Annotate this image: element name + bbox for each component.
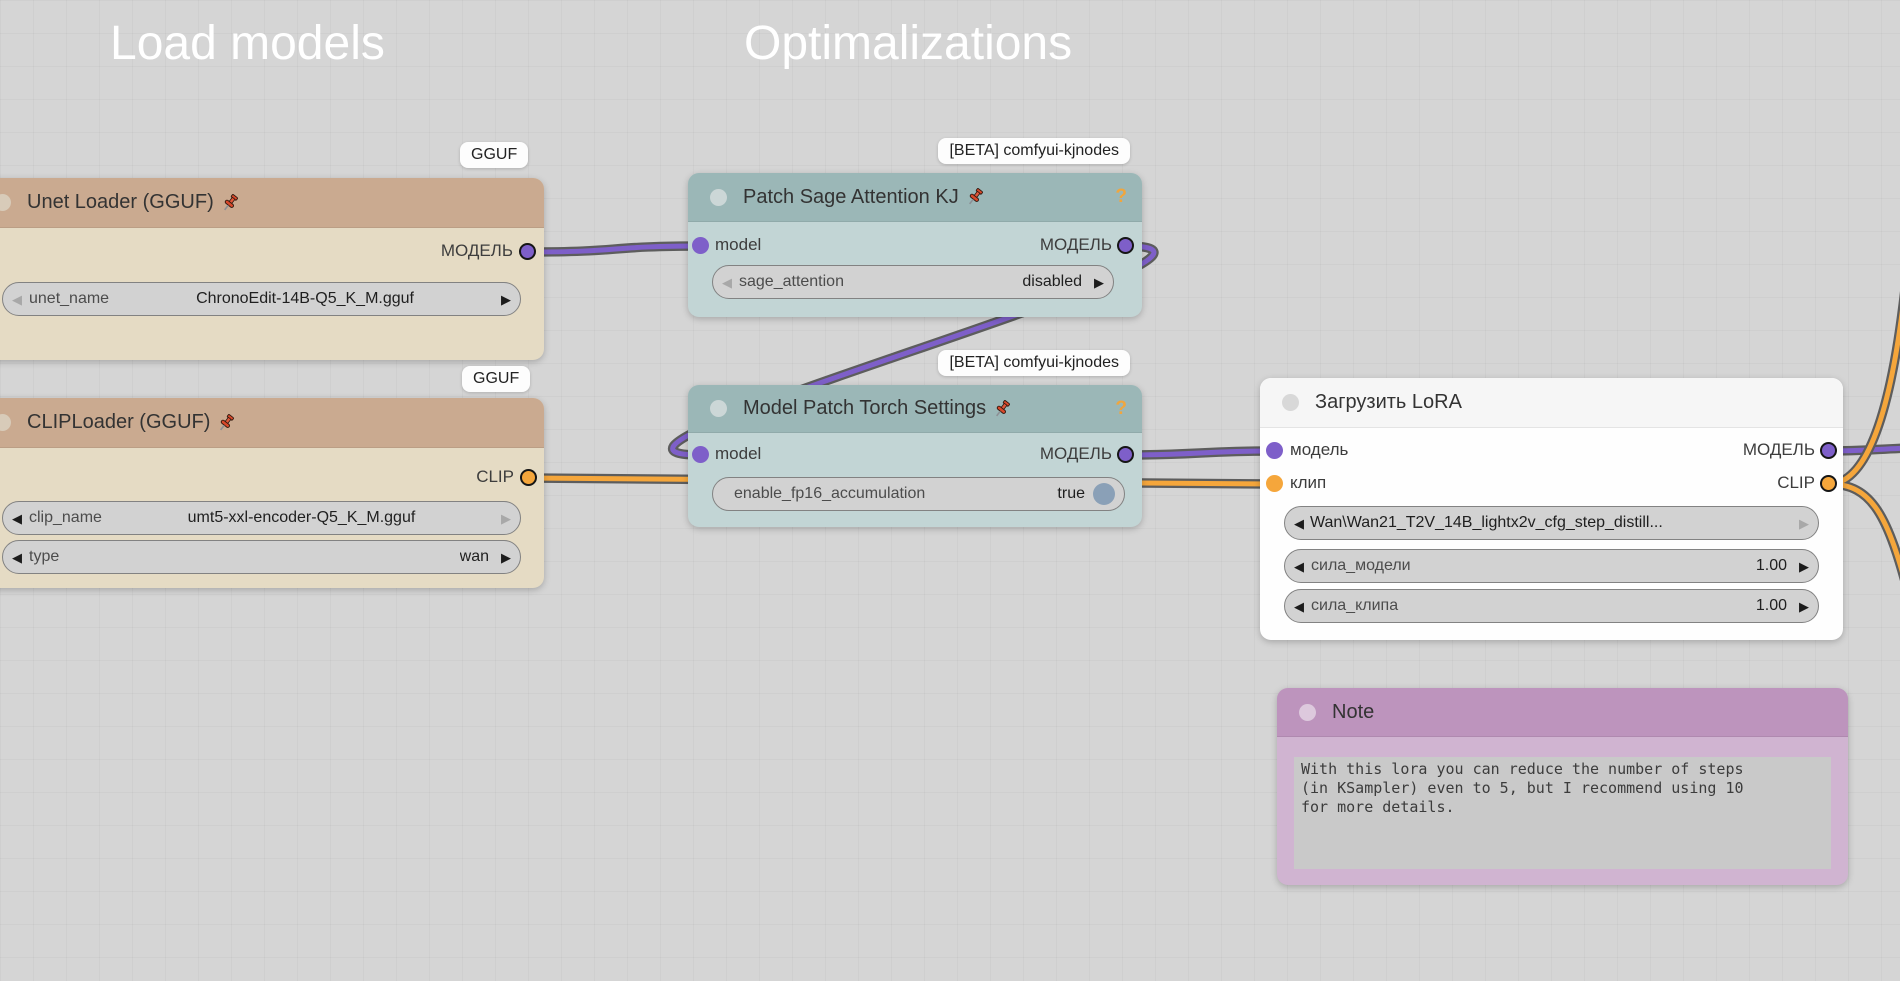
node-header[interactable]: Загрузить LoRA: [1260, 378, 1843, 428]
input-label-model: model: [715, 235, 762, 254]
widget-label: сила_модели: [1311, 557, 1411, 574]
node-header[interactable]: Unet Loader (GGUF): [0, 178, 544, 228]
stepper-right-icon[interactable]: ▶: [1799, 558, 1809, 574]
input-port-clip[interactable]: [1266, 475, 1283, 492]
node-title: CLIPLoader (GGUF): [27, 411, 211, 433]
node-title: Unet Loader (GGUF): [27, 191, 214, 213]
widget-value: umt5-xxl-encoder-Q5_K_M.gguf: [187, 509, 416, 526]
toggle-knob[interactable]: [1093, 483, 1115, 505]
widget-label: sage_attention: [739, 273, 844, 290]
group-title-optimalizations[interactable]: Optimalizations: [744, 17, 1073, 70]
input-port-model[interactable]: [1266, 442, 1283, 459]
widget-label: unet_name: [29, 290, 110, 307]
output-port-model[interactable]: [1117, 446, 1134, 463]
output-port-clip[interactable]: [520, 469, 537, 486]
widget-label: type: [29, 548, 60, 565]
output-label-model: МОДЕЛЬ: [440, 241, 513, 260]
widget-type[interactable]: ◀ type wan ▶: [2, 540, 521, 574]
stepper-right-icon[interactable]: ▶: [501, 549, 511, 565]
collapse-dot[interactable]: [0, 194, 11, 211]
output-label-model: МОДЕЛЬ: [1742, 440, 1815, 459]
widget-value: Wan\Wan21_T2V_14B_lightx2v_cfg_step_dist…: [1310, 514, 1663, 531]
output-port-model[interactable]: [519, 243, 536, 260]
input-label-model: model: [715, 444, 762, 463]
stepper-right-icon[interactable]: ▶: [1094, 274, 1104, 290]
help-icon[interactable]: ?: [1115, 186, 1127, 207]
widget-value: true: [1057, 485, 1085, 502]
node-source-badge-gguf: GGUF: [460, 142, 529, 168]
stepper-left-icon[interactable]: ◀: [1294, 558, 1304, 574]
stepper-left-icon[interactable]: ◀: [12, 510, 22, 526]
widget-strength-clip[interactable]: ◀ сила_клипа 1.00 ▶: [1284, 589, 1819, 623]
widget-unet-name[interactable]: ◀ unet_name ChronoEdit-14B-Q5_K_M.gguf ▶: [2, 282, 521, 316]
node-header[interactable]: Patch Sage Attention KJ ?: [688, 173, 1142, 222]
widget-value: 1.00: [1755, 557, 1787, 574]
widget-label: сила_клипа: [1311, 597, 1399, 614]
node-load-lora[interactable]: Загрузить LoRA модель МОДЕЛЬ клип CLIP ◀…: [1260, 378, 1843, 640]
pin-icon: [996, 399, 1011, 416]
input-label-clip: клип: [1290, 473, 1327, 492]
stepper-left-icon[interactable]: ◀: [722, 274, 732, 290]
widget-lora-name[interactable]: ◀ Wan\Wan21_T2V_14B_lightx2v_cfg_step_di…: [1284, 506, 1819, 540]
node-header[interactable]: CLIPLoader (GGUF): [0, 398, 544, 448]
output-port-model[interactable]: [1117, 237, 1134, 254]
stepper-left-icon[interactable]: ◀: [12, 549, 22, 565]
widget-sage-attention[interactable]: ◀ sage_attention disabled ▶: [712, 265, 1114, 299]
output-label-model: МОДЕЛЬ: [1039, 235, 1112, 254]
node-source-badge-gguf: GGUF: [462, 366, 531, 392]
output-label-model: МОДЕЛЬ: [1039, 444, 1112, 463]
note-text-area[interactable]: With this lora you can reduce the number…: [1294, 757, 1831, 869]
input-port-model[interactable]: [692, 237, 709, 254]
widget-clip-name[interactable]: ◀ clip_name umt5-xxl-encoder-Q5_K_M.gguf…: [2, 501, 521, 535]
node-patch-sage-attention[interactable]: Patch Sage Attention KJ ? model МОДЕЛЬ ◀…: [688, 173, 1142, 317]
node-unet-loader-gguf[interactable]: Unet Loader (GGUF) МОДЕЛЬ ◀ unet_name Ch…: [0, 178, 544, 360]
wire-model-unet-to-sage: [524, 243, 707, 255]
collapse-dot[interactable]: [1282, 394, 1299, 411]
stepper-right-icon[interactable]: ▶: [501, 291, 511, 307]
node-clip-loader-gguf[interactable]: CLIPLoader (GGUF) CLIP ◀ clip_name umt5-…: [0, 398, 544, 588]
node-note[interactable]: Note With this lora you can reduce the n…: [1277, 688, 1848, 885]
widget-enable-fp16-accumulation[interactable]: enable_fp16_accumulation true: [712, 477, 1125, 511]
widget-value: ChronoEdit-14B-Q5_K_M.gguf: [196, 290, 414, 307]
stepper-right-icon[interactable]: ▶: [1799, 598, 1809, 614]
stepper-right-icon[interactable]: ▶: [501, 510, 511, 526]
pin-icon: [223, 193, 238, 210]
node-title: Patch Sage Attention KJ: [743, 185, 959, 208]
input-port-model[interactable]: [692, 446, 709, 463]
pin-icon: [968, 188, 983, 205]
widget-strength-model[interactable]: ◀ сила_модели 1.00 ▶: [1284, 549, 1819, 583]
node-source-badge-kjnodes: [BETA] comfyui-kjnodes: [938, 350, 1130, 376]
node-header[interactable]: Note: [1277, 688, 1848, 737]
widget-label: enable_fp16_accumulation: [734, 485, 926, 502]
node-title: Загрузить LoRA: [1315, 391, 1462, 413]
node-title: Note: [1332, 700, 1375, 723]
output-port-model[interactable]: [1820, 442, 1837, 459]
collapse-dot[interactable]: [710, 188, 727, 206]
wire-model-torch-to-lora: [1123, 448, 1277, 458]
collapse-dot[interactable]: [0, 414, 11, 431]
wire-model-sage-to-torch: [670, 243, 1157, 458]
stepper-left-icon[interactable]: ◀: [12, 291, 22, 307]
node-source-badge-kjnodes: [BETA] comfyui-kjnodes: [938, 138, 1130, 164]
output-label-clip: CLIP: [1777, 473, 1815, 492]
widget-value: wan: [459, 548, 489, 565]
stepper-left-icon[interactable]: ◀: [1294, 515, 1304, 531]
output-label-clip: CLIP: [476, 467, 514, 486]
widget-label: clip_name: [29, 509, 102, 526]
collapse-dot[interactable]: [1299, 703, 1316, 721]
input-label-model: модель: [1290, 440, 1349, 459]
pin-icon: [220, 413, 235, 430]
node-header[interactable]: Model Patch Torch Settings ?: [688, 385, 1142, 433]
widget-value: 1.00: [1755, 597, 1787, 614]
group-title-load-models[interactable]: Load models: [110, 17, 385, 70]
widget-value: disabled: [1022, 273, 1082, 290]
node-title: Model Patch Torch Settings: [743, 397, 987, 419]
node-model-patch-torch-settings[interactable]: Model Patch Torch Settings ? model МОДЕЛ…: [688, 385, 1142, 527]
help-icon[interactable]: ?: [1115, 398, 1127, 419]
stepper-right-icon[interactable]: ▶: [1799, 515, 1809, 531]
stepper-left-icon[interactable]: ◀: [1294, 598, 1304, 614]
output-port-clip[interactable]: [1820, 475, 1837, 492]
collapse-dot[interactable]: [710, 400, 727, 417]
